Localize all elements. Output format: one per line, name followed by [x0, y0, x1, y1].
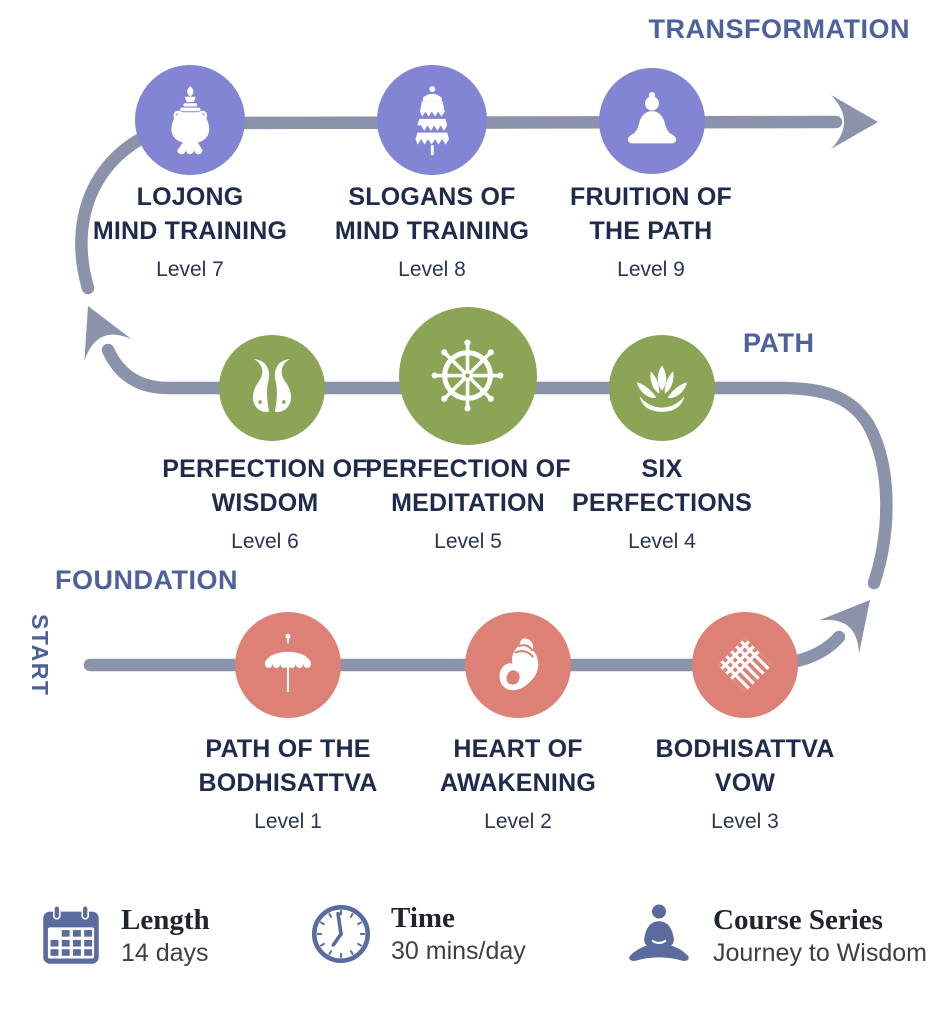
level-title-line: WISDOM	[211, 489, 319, 517]
level-title-line: THE PATH	[589, 217, 713, 245]
level-number: Level 2	[484, 810, 552, 833]
level-title-line: MIND TRAINING	[334, 217, 530, 245]
conch-shell-icon	[499, 638, 539, 691]
dharma-wheel-icon	[432, 340, 504, 412]
level-title-line: AWAKENING	[440, 769, 596, 797]
level-title-line: PATH OF THE	[205, 735, 371, 763]
level-title-line: HEART OF	[453, 735, 583, 763]
label-level-7: LOJONG MIND TRAINING Level 7	[70, 180, 310, 282]
level-number: Level 7	[156, 258, 224, 281]
info-course-series: Course Series Journey to Wisdom	[622, 901, 927, 971]
level-title-line: BODHISATTVA	[655, 735, 835, 763]
info-value: 30 mins/day	[391, 937, 526, 965]
treasure-vase-icon	[171, 85, 209, 155]
level-title-line: MEDITATION	[391, 489, 545, 517]
level-title-line: BODHISATTVA	[198, 769, 378, 797]
node-level-8	[377, 65, 487, 175]
level-title-line: SLOGANS OF	[348, 183, 516, 211]
section-label-transformation: TRANSFORMATION	[648, 14, 910, 44]
level-title-line: PERFECTION OF	[162, 455, 368, 483]
info-label: Length	[121, 904, 210, 936]
buddha-icon	[627, 91, 677, 144]
level-title-line: VOW	[714, 769, 776, 797]
label-level-3: BODHISATTVA VOW Level 3	[625, 732, 865, 834]
level-number: Level 6	[231, 530, 299, 553]
label-level-2: HEART OF AWAKENING Level 2	[398, 732, 638, 834]
victory-banner-icon	[415, 85, 449, 155]
label-level-9: FRUITION OF THE PATH Level 9	[531, 180, 771, 282]
section-label-path: PATH	[743, 328, 815, 358]
endless-knot-icon	[717, 637, 773, 693]
node-level-6	[219, 335, 325, 441]
section-label-foundation: FOUNDATION	[55, 565, 238, 595]
level-number: Level 4	[628, 530, 696, 553]
level-number: Level 1	[254, 810, 322, 833]
label-level-6: PERFECTION OF WISDOM Level 6	[145, 452, 385, 554]
label-level-5: PERFECTION OF MEDITATION Level 5	[348, 452, 588, 554]
start-label: START	[27, 614, 53, 697]
node-level-9	[599, 68, 705, 174]
arrow-up-right-icon	[819, 600, 870, 654]
info-length: Length 14 days	[38, 901, 210, 971]
node-level-4	[609, 335, 715, 441]
path-row-line	[101, 343, 893, 590]
lotus-icon	[636, 365, 688, 412]
level-title-line: SIX	[641, 455, 683, 483]
node-level-2	[465, 612, 571, 718]
arrow-up-left-icon	[84, 306, 132, 361]
clock-icon	[311, 904, 371, 964]
level-title-line: FRUITION OF	[570, 183, 732, 211]
label-level-1: PATH OF THE BODHISATTVA Level 1	[168, 732, 408, 834]
meditation-person-icon	[629, 904, 689, 961]
info-value: 14 days	[121, 939, 209, 967]
label-level-8: SLOGANS OF MIND TRAINING Level 8	[312, 180, 552, 282]
level-title-line: MIND TRAINING	[92, 217, 288, 245]
level-title-line: LOJONG	[136, 183, 244, 211]
node-level-5	[399, 307, 537, 445]
arrow-right-icon	[831, 95, 878, 149]
node-level-3	[692, 612, 798, 718]
node-level-7	[135, 65, 245, 175]
info-label: Course Series	[713, 904, 883, 936]
info-label: Time	[391, 902, 455, 934]
info-time: Time 30 mins/day	[308, 901, 526, 967]
level-number: Level 3	[711, 810, 779, 833]
two-fishes-icon	[252, 359, 291, 412]
parasol-icon	[264, 633, 312, 693]
level-title-line: PERFECTIONS	[572, 489, 752, 517]
calendar-icon	[43, 904, 99, 964]
level-title-line: PERFECTION OF	[365, 455, 571, 483]
info-value: Journey to Wisdom	[713, 939, 927, 967]
level-number: Level 5	[434, 530, 502, 553]
node-level-1	[235, 612, 341, 718]
level-number: Level 9	[617, 258, 685, 281]
level-number: Level 8	[398, 258, 466, 281]
label-level-4: SIX PERFECTIONS Level 4	[542, 452, 782, 554]
